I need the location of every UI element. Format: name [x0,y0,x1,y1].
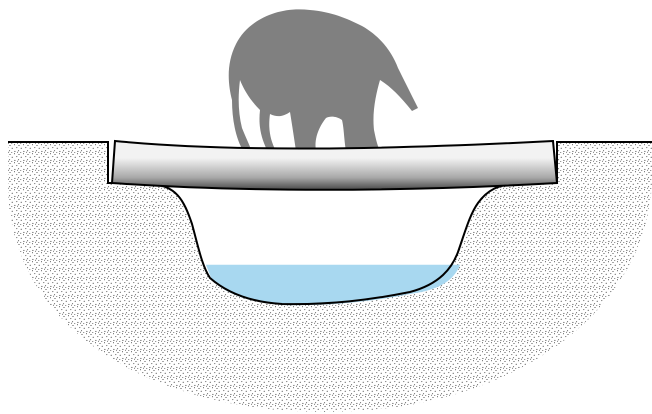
elephant-body [229,9,418,152]
elephant [229,9,418,152]
beam [112,141,557,190]
